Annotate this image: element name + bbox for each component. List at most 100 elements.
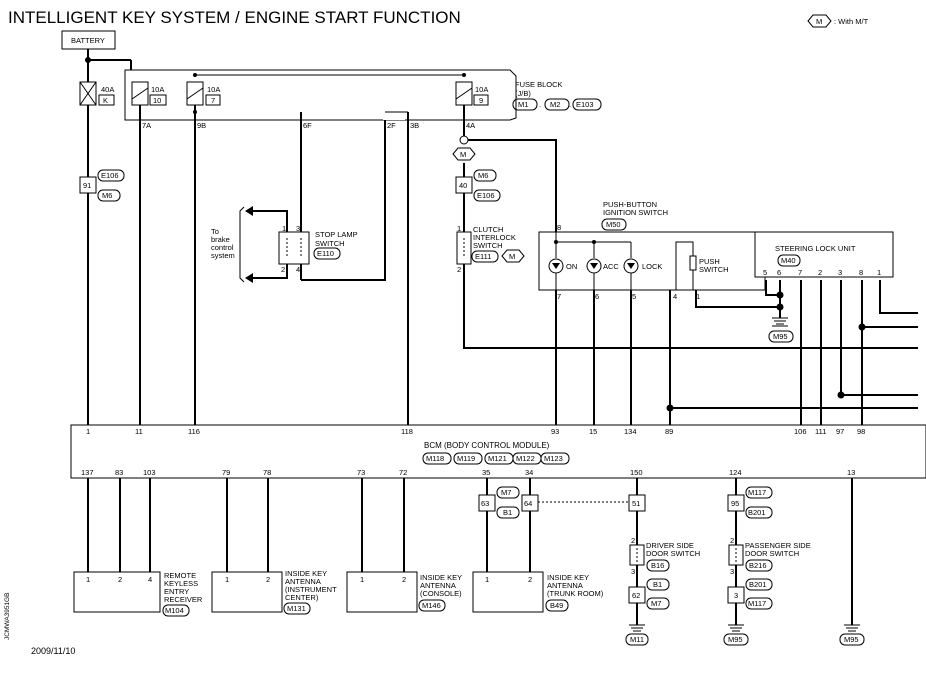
steering-lock-conn: M40	[781, 256, 796, 265]
bcm-pin-103: 103	[143, 468, 156, 477]
bcm-pin-89: 89	[665, 427, 673, 436]
driver-door-name-1: DRIVER SIDE	[646, 541, 694, 550]
push-button-on: ON	[566, 262, 577, 271]
junction-dots	[85, 57, 866, 412]
stop-lamp-name: STOP LAMP	[315, 230, 358, 239]
ant-cons-name-2: ANTENNA	[420, 581, 456, 590]
stop-lamp-name-2: SWITCH	[315, 239, 345, 248]
fuse-9-amp: 10A	[475, 85, 488, 94]
brake-line-3: control	[211, 243, 234, 252]
ant-cons-pin-2: 2	[402, 575, 406, 584]
conn-b1-b: B1	[653, 580, 662, 589]
remote-name-4: RECEIVER	[164, 595, 203, 604]
date-stamp: 2009/11/10	[31, 646, 75, 656]
conn-e106-a: E106	[101, 171, 119, 180]
mt-tag: M	[452, 147, 476, 161]
remote-name-2: KEYLESS	[164, 579, 198, 588]
ant-inst-conn: M131	[287, 604, 306, 613]
steering-lock-name: STEERING LOCK UNIT	[775, 244, 856, 253]
steering-pin-6: 6	[777, 268, 781, 277]
fuse-block-sub: (J/B)	[515, 89, 531, 98]
bcm-pin-83: 83	[115, 468, 123, 477]
clutch-pin-2: 2	[457, 265, 461, 274]
steering-pin-3: 3	[838, 268, 842, 277]
driver-door-conn: B16	[651, 561, 664, 570]
fuse-block-conn-e103: E103	[576, 100, 594, 109]
ground-m95-a: M95	[773, 332, 788, 341]
pin-51: 51	[632, 499, 640, 508]
jc-pin-63: 63	[481, 499, 489, 508]
bcm-pin-72: 72	[399, 468, 407, 477]
ant-cons-name-1: INSIDE KEY	[420, 573, 462, 582]
ground-m95-steering: M95	[768, 317, 794, 343]
ant-inst-name-4: CENTER)	[285, 593, 319, 602]
svg-text:.: .	[569, 100, 571, 109]
fuse-9-id: 9	[479, 96, 483, 105]
bcm-pin-15: 15	[589, 427, 597, 436]
push-button-lock: LOCK	[642, 262, 662, 271]
jc-pin-64: 64	[524, 499, 532, 508]
brake-line-1: To	[211, 227, 219, 236]
connector-51: 51	[628, 494, 646, 512]
ant-trunk-name-1: INSIDE KEY	[547, 573, 589, 582]
jc-m7-a: M7	[501, 488, 511, 497]
ant-inst-pin-2: 2	[266, 575, 270, 584]
antenna-console: 1 2 INSIDE KEY ANTENNA (CONSOLE) M146	[346, 571, 462, 613]
battery: BATTERY	[61, 30, 116, 50]
bcm-conn-m119: M119	[457, 454, 475, 463]
fuse-40a-amp: 40A	[101, 85, 114, 94]
pass-door-name-2: DOOR SWITCH	[745, 549, 799, 558]
mt-tag-label: M	[460, 150, 466, 159]
bcm-pin-79: 79	[222, 468, 230, 477]
bcm-pin-13: 13	[847, 468, 855, 477]
fuse-10-id: 10	[153, 96, 161, 105]
push-button-pin-8: 8	[557, 223, 561, 232]
stop-lamp-pin-4: 4	[296, 265, 300, 274]
stop-lamp-conn: E110	[317, 249, 334, 258]
ant-trunk-pin-1: 1	[485, 575, 489, 584]
ground-m11: M11	[630, 635, 644, 644]
remote-keyless-entry-receiver: 1 2 4 REMOTE KEYLESS ENTRY RECEIVER M104	[73, 571, 203, 617]
bcm-conn-m118: M118	[426, 454, 444, 463]
conn-m7-b: M7	[651, 599, 661, 608]
pin-95: 95	[731, 499, 739, 508]
fuse-block-conn-m2: M2	[550, 100, 560, 109]
driver-door-pin-2: 2	[631, 536, 635, 545]
ant-trunk-pin-2: 2	[528, 575, 532, 584]
pass-door-pin-3: 3	[730, 567, 734, 576]
clutch-pin-1: 1	[457, 224, 461, 233]
fuse-7-id: 7	[211, 96, 215, 105]
fuse-7-amp: 10A	[207, 85, 220, 94]
fb-pin-4a: 4A	[466, 121, 475, 130]
jc-b1-a: B1	[503, 508, 512, 517]
ground-m95-right: M95	[839, 624, 865, 646]
push-button-pin-4: 4	[673, 292, 677, 301]
pass-door-name-1: PASSENGER SIDE	[745, 541, 811, 550]
brake-control: To brake control system	[211, 206, 288, 283]
remote-name-3: ENTRY	[164, 587, 189, 596]
bcm-pin-150: 150	[630, 468, 643, 477]
ant-trunk-name-3: (TRUNK ROOM)	[547, 589, 604, 598]
push-button-name-2: IGNITION SWITCH	[603, 208, 668, 217]
push-switch-name-1: PUSH	[699, 257, 720, 266]
steering-pin-7: 7	[798, 268, 802, 277]
fuse-block-pins: 7A 9B 6F 2F 3B 4A	[142, 121, 475, 130]
wires	[87, 49, 918, 625]
bcm-pin-98: 98	[857, 427, 865, 436]
steering-lock-unit: STEERING LOCK UNIT M40 5 6 7 2 3 8 1	[754, 231, 894, 278]
conn-b201-a: B201	[748, 508, 766, 517]
svg-text:.: .	[539, 100, 541, 109]
brake-line-2: brake	[211, 235, 230, 244]
remote-pin-4: 4	[148, 575, 152, 584]
legend-text: : With M/T	[834, 17, 869, 26]
bcm-pin-124: 124	[729, 468, 742, 477]
joint-connector-63-64: M7 63 64 B1	[478, 486, 539, 519]
bcm-pin-118: 118	[401, 427, 413, 436]
pin-3: 3	[734, 591, 738, 600]
bcm-pin-73: 73	[357, 468, 365, 477]
push-button-conn: M50	[606, 220, 621, 229]
clutch-interlock-switch: 1 2 CLUTCH INTERLOCK SWITCH E111 M	[456, 224, 525, 274]
driver-door-pin-3: 3	[631, 567, 635, 576]
driver-door-switch: 2 3 DRIVER SIDE DOOR SWITCH B16 B1 62 M7…	[625, 536, 700, 646]
fuse-10a-7: 10A 7	[186, 81, 221, 106]
